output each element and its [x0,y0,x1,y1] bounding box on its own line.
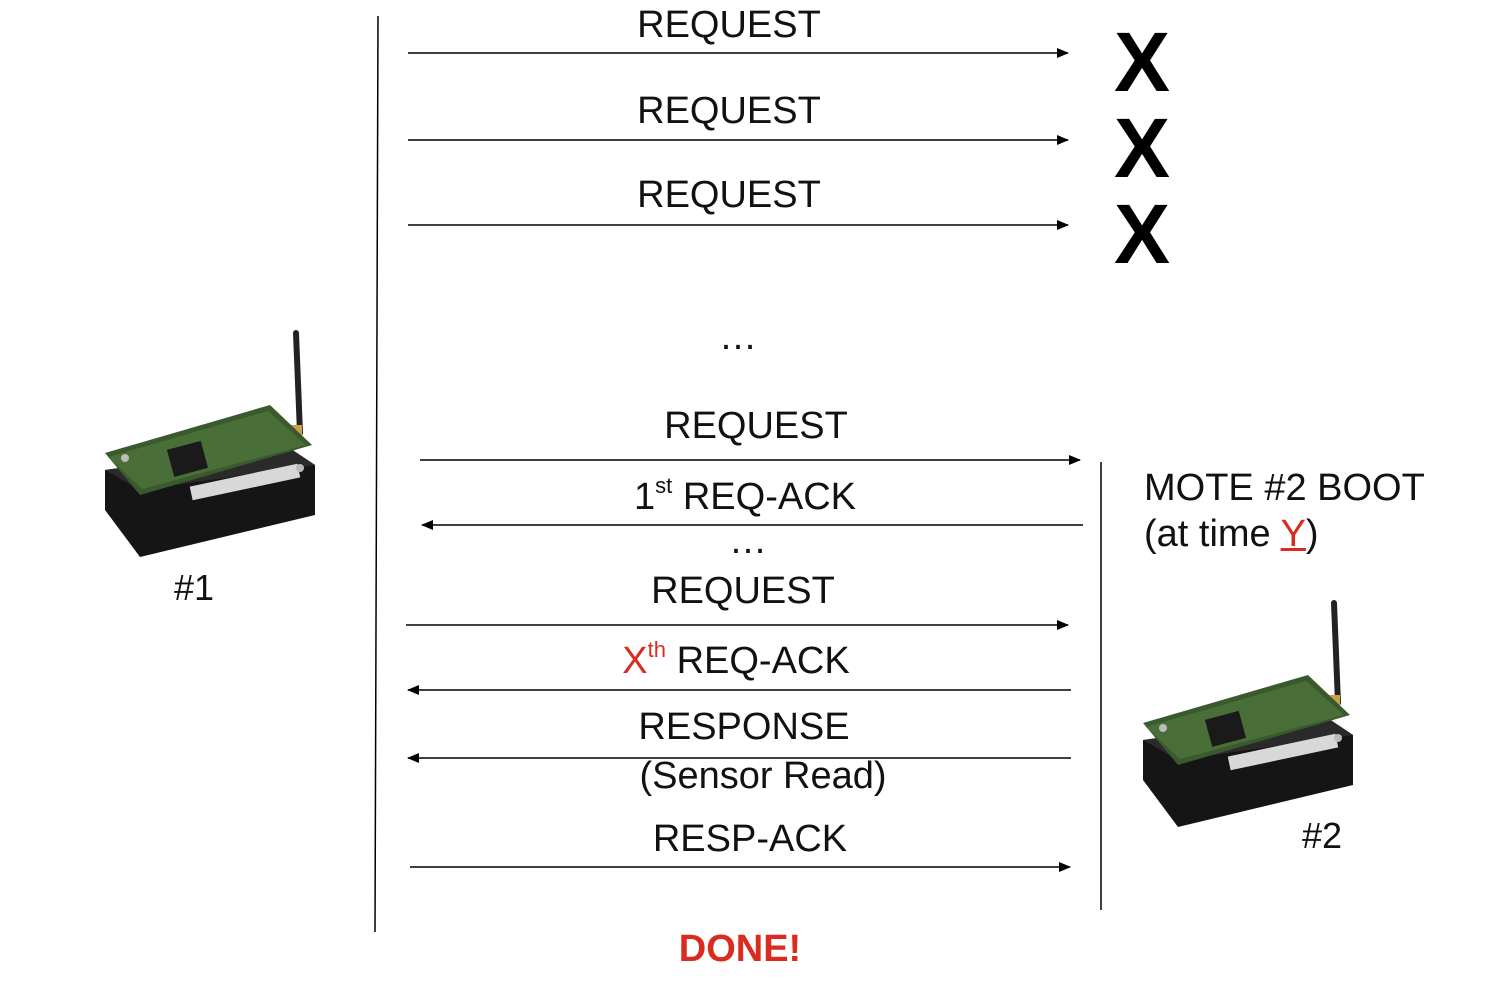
mote1-device-image [105,330,315,557]
mote1-lifeline [374,15,379,933]
xth-ordinal-number: X [622,640,648,682]
xth-req-ack-label: Xth REQ-ACK [622,637,850,682]
request-label-3: REQUEST [637,174,821,216]
request-label-5: REQUEST [651,570,835,612]
mote2-boot-note: MOTE #2 BOOT (at time Y) [1144,466,1425,557]
failed-x-mark-1: X [1114,15,1171,109]
first-req-ack-label: 1st REQ-ACK [634,473,856,518]
mote1-label: #1 [174,567,215,608]
ellipsis-2: … [729,520,767,562]
boot-line-2: (at time Y) [1144,512,1425,558]
ellipsis-1: … [719,316,757,358]
failed-x-mark-2: X [1114,101,1171,195]
mote2-label: #2 [1302,815,1343,856]
boot-prefix: (at time [1144,512,1281,555]
request-label-2: REQUEST [637,90,821,132]
request-label-4: REQUEST [664,405,848,447]
failed-x-mark-3: X [1114,187,1171,281]
req-ack-text: REQ-ACK [676,640,850,682]
done-label: DONE! [678,928,802,970]
response-sub-label: (Sensor Read) [639,755,887,797]
boot-suffix: ) [1305,512,1319,555]
request-label-1: REQUEST [637,4,821,46]
first-ordinal-number: 1 [634,476,656,518]
boot-time-variable: Y [1280,512,1306,555]
resp-ack-label: RESP-ACK [652,818,848,860]
xth-ordinal-suffix: th [647,637,667,662]
req-ack-text: REQ-ACK [682,476,856,518]
mote2-device-image [1143,600,1353,827]
first-ordinal-suffix: st [655,473,673,498]
response-label: RESPONSE [638,706,850,748]
boot-line-1: MOTE #2 BOOT [1144,467,1425,509]
